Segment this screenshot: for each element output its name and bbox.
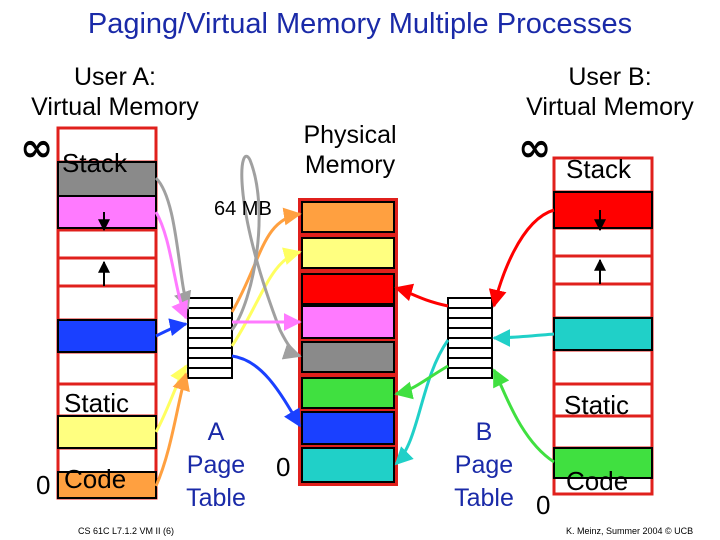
- frame-orange: [301, 201, 395, 233]
- page-a-blue: [57, 319, 157, 353]
- infinity-icon-b: ∞: [518, 125, 552, 171]
- pt-a-to-yellow: [230, 247, 302, 347]
- page-table-a-line3: Table: [186, 484, 246, 512]
- physical-size-label: 64 MB: [214, 198, 272, 220]
- frame-yellow: [301, 237, 395, 269]
- user-b-label: User B: Virtual Memory: [500, 62, 720, 122]
- physical-memory-line1: Physical: [303, 121, 397, 149]
- page-a-yellow: [57, 415, 157, 449]
- page-table-b-line3: Table: [454, 484, 514, 512]
- user-b-label-line1: User B:: [568, 63, 652, 91]
- pt-b-to-green: [394, 364, 449, 400]
- physical-memory-label: Physical Memory: [270, 120, 430, 180]
- pt-a-to-blue: [231, 354, 302, 428]
- page-a-orange: [57, 471, 157, 499]
- page-table-a-label: A Page Table: [176, 416, 256, 515]
- frame-teal: [301, 447, 395, 483]
- page-table-a-line2: Page: [186, 451, 246, 479]
- user-a-label-line1: User A:: [74, 63, 156, 91]
- page-table-b: [447, 297, 493, 379]
- infinity-icon-a: ∞: [20, 125, 54, 171]
- page-table-a: [187, 297, 233, 379]
- slide-title: Paging/Virtual Memory Multiple Processes: [87, 8, 633, 40]
- footer-left: CS 61C L7.1.2 VM II (6): [78, 526, 175, 536]
- page-table-b-label: B Page Table: [444, 416, 524, 515]
- map-a-blue: [155, 318, 188, 338]
- page-b-red: [553, 191, 653, 229]
- map-b-red: [488, 208, 555, 308]
- pt-b-to-red: [394, 283, 449, 308]
- map-a-gray: [154, 176, 192, 310]
- page-b-teal: [553, 317, 653, 351]
- frame-magenta: [301, 305, 395, 339]
- user-a-code-label: Code: [64, 464, 127, 494]
- physical-memory-line2: Memory: [304, 151, 396, 179]
- user-b-code-label: Code: [566, 466, 629, 496]
- pt-a-to-orange: [230, 207, 302, 313]
- page-table-a-line1: A: [207, 418, 225, 446]
- page-table-b-line2: Page: [454, 451, 514, 479]
- user-b-label-line2: Virtual Memory: [526, 93, 694, 121]
- map-b-green: [492, 368, 555, 464]
- user-b-zero-label: 0: [536, 490, 551, 520]
- user-a-static-label: Static: [64, 388, 130, 418]
- map-a-yellow: [154, 364, 188, 433]
- pt-b-to-teal: [394, 339, 450, 466]
- user-b-static-label: Static: [564, 390, 630, 420]
- physical-zero-label: 0: [276, 452, 291, 482]
- user-a-label-line2: Virtual Memory: [31, 93, 199, 121]
- frame-gray: [301, 341, 395, 373]
- user-a-zero-label: 0: [36, 470, 51, 500]
- user-a-label: User A: Virtual Memory: [0, 62, 230, 122]
- map-a-orange: [154, 372, 190, 487]
- map-a-magenta: [154, 211, 188, 320]
- page-table-b-line1: B: [475, 418, 493, 446]
- user-b-stack-label: Stack: [566, 154, 632, 184]
- frame-red: [301, 273, 395, 305]
- map-b-teal: [492, 328, 555, 347]
- page-a-magenta: [57, 195, 157, 229]
- user-a-stack-label: Stack: [62, 148, 128, 178]
- page-b-green: [553, 447, 653, 479]
- frame-green: [301, 377, 395, 409]
- frame-blue: [301, 411, 395, 445]
- pt-a-to-gray: [230, 154, 302, 360]
- footer-right: K. Meinz, Summer 2004 © UCB: [566, 526, 694, 536]
